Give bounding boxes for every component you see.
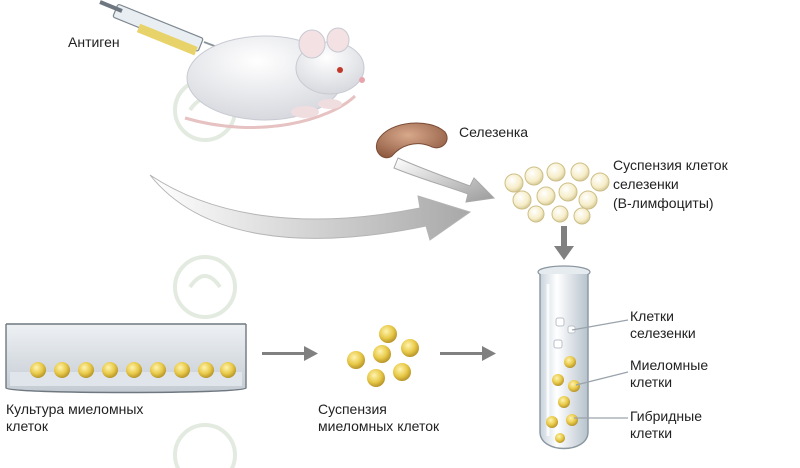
- spleen-organ: [376, 122, 448, 159]
- label-myeloma-suspension-line1: Суспензия: [318, 401, 387, 417]
- label-tube-hybrid-cells-line1: Гибридные: [630, 408, 702, 424]
- label-myeloma-suspension-line2: миеломных клеток: [318, 418, 440, 434]
- label-spleen: Селезенка: [459, 124, 529, 140]
- label-myeloma-culture-line1: Культура миеломных: [6, 401, 144, 417]
- test-tube: [537, 265, 591, 450]
- tube-pointers: [571, 319, 629, 419]
- label-tube-myeloma-cells-line1: Миеломные: [630, 357, 709, 373]
- tube-hybrid-cells: [546, 396, 578, 443]
- label-tube-spleen-cells-line2: селезенки: [630, 325, 696, 341]
- label-antigen: Антиген: [68, 34, 120, 50]
- label-tube-myeloma-cells-line2: клетки: [630, 374, 673, 390]
- culture-dish: [5, 323, 247, 394]
- label-tube-spleen-cells-line1: Клетки: [630, 308, 675, 324]
- watermark-emblems: [173, 78, 237, 468]
- label-tube-hybrid-cells-line2: клетки: [630, 425, 673, 441]
- spleen-cell-suspension: [504, 162, 610, 225]
- curved-arrow: [149, 174, 472, 241]
- down-arrow: [554, 226, 574, 260]
- label-spleen-suspension-line3: (В-лимфоциты): [613, 195, 714, 211]
- dish-arrow: [262, 346, 318, 361]
- label-spleen-suspension-line2: селезенки: [613, 176, 679, 192]
- tube-myeloma-cells: [552, 356, 580, 392]
- myeloma-cell-suspension: [347, 325, 419, 387]
- spleen-arrow: [393, 157, 496, 203]
- suspension-arrow: [440, 346, 496, 361]
- dish-myeloma-cells: [30, 362, 236, 378]
- mouse-illustration: [184, 27, 365, 129]
- label-spleen-suspension-line1: Суспензия клеток: [613, 157, 728, 173]
- label-myeloma-culture-line2: клеток: [6, 418, 48, 434]
